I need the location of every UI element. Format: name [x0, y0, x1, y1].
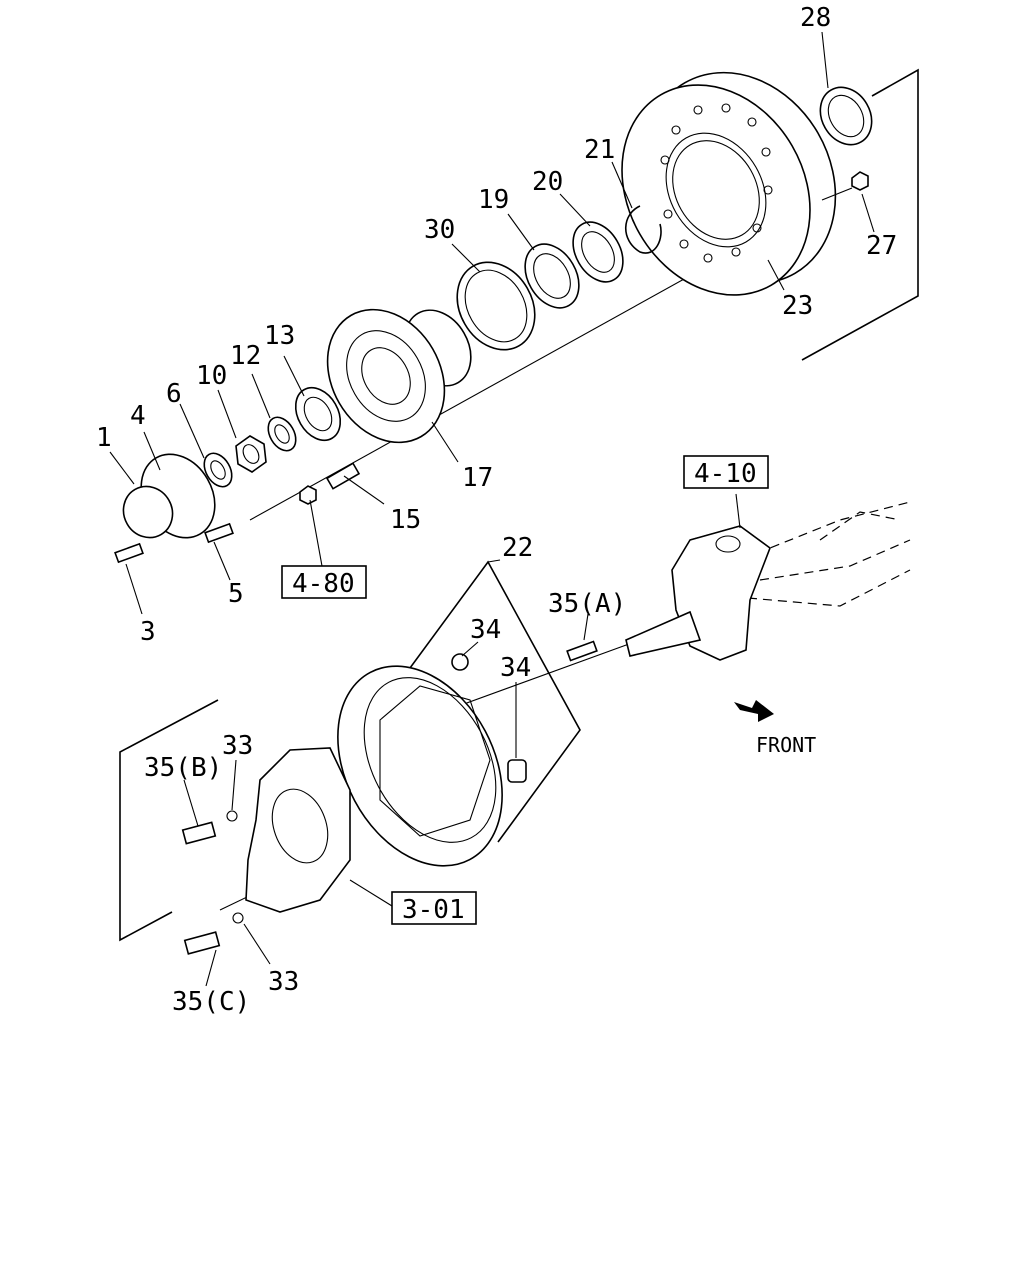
callout-23: 23: [782, 291, 813, 321]
lower-group-bracket: [119, 699, 219, 942]
callout-35b: 35(B): [144, 753, 222, 783]
upper-group-bracket: [801, 68, 919, 361]
wheel-hub: [326, 308, 472, 444]
plug: [451, 653, 469, 671]
callout-5: 5: [228, 579, 244, 609]
front-direction-arrow: FRONT: [734, 700, 816, 757]
callout-3: 3: [140, 617, 156, 647]
callout-17: 17: [462, 463, 493, 493]
callout-35c: 35(C): [172, 987, 250, 1017]
arrow-right-down-icon: [734, 700, 774, 722]
callout-10: 10: [196, 361, 227, 391]
reference-box-4-10[interactable]: 4-10: [683, 455, 769, 489]
brake-drum: [621, 71, 837, 296]
reference-label: 4-10: [694, 459, 757, 489]
brake-anchor-plate: [245, 747, 351, 913]
steering-knuckle: [625, 525, 771, 661]
cap-bolt: [114, 542, 144, 564]
callout-22: 22: [502, 533, 533, 563]
outer-bearing-cup: [572, 221, 624, 283]
callout-21: 21: [584, 135, 615, 165]
callout-13: 13: [264, 321, 295, 351]
callout-20: 20: [532, 167, 563, 197]
plug-grommet: [507, 759, 527, 783]
oil-seal-ring: [819, 86, 873, 146]
callout-15: 15: [390, 505, 421, 535]
bolt-35a: [566, 640, 598, 662]
hub-cap-bolt: [204, 522, 234, 544]
hub-nut: [821, 171, 869, 201]
brake-backing-plate: [337, 665, 503, 867]
inner-bearing: [294, 386, 342, 442]
callout-28: 28: [800, 3, 831, 33]
washer-upper: [226, 810, 238, 822]
callout-6: 6: [166, 379, 182, 409]
reference-box-4-80[interactable]: 4-80: [281, 565, 367, 599]
hub-bolt: [299, 462, 361, 505]
bolt-35b: [181, 821, 217, 845]
reference-label: 3-01: [402, 895, 465, 925]
callout-27: 27: [866, 231, 897, 261]
hub-cap: [122, 453, 216, 539]
callout-35a: 35(A): [548, 589, 626, 619]
abs-tone-ring: [456, 261, 536, 351]
callout-labels: 28 27 21 20 19 30 23 17 15 13 12 10 6 4 …: [96, 3, 897, 1017]
callout-34-lower: 34: [500, 653, 531, 683]
callout-1: 1: [96, 423, 112, 453]
callout-4: 4: [130, 401, 146, 431]
reference-box-3-01[interactable]: 3-01: [391, 891, 477, 925]
callout-12: 12: [230, 341, 261, 371]
thrust-washer: [267, 416, 297, 452]
callout-34-upper: 34: [470, 615, 501, 645]
tapered-roller-bearing: [524, 243, 580, 309]
lock-washer: [203, 452, 233, 488]
callout-19: 19: [478, 185, 509, 215]
bolt-35c: [183, 931, 221, 955]
backing-plate-bracket-lines: [409, 560, 581, 843]
washer-lower: [232, 912, 244, 924]
front-label: FRONT: [756, 733, 816, 757]
lock-nut: [235, 435, 267, 473]
leader-lines: [109, 31, 875, 987]
callout-33-upper: 33: [222, 731, 253, 761]
snap-ring: [625, 205, 662, 254]
reference-label: 4-80: [292, 569, 355, 599]
callout-30: 30: [424, 215, 455, 245]
callout-33-lower: 33: [268, 967, 299, 997]
